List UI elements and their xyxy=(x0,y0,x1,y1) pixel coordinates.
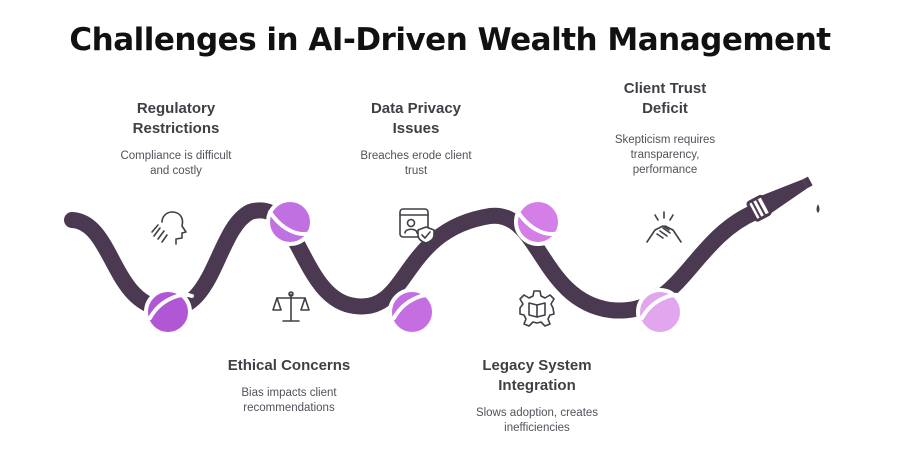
knot-3 xyxy=(388,288,438,336)
challenge-description: Slows adoption, creates inefficiencies xyxy=(475,407,599,434)
scales-icon xyxy=(272,291,310,322)
challenge-legacy: Legacy System Integration Slows adoption… xyxy=(462,356,612,436)
challenge-client-trust: Client Trust Deficit Skepticism requires… xyxy=(600,79,730,178)
challenge-title: Ethical Concerns xyxy=(227,357,351,374)
knot-4 xyxy=(514,198,562,246)
challenge-title: Regulatory Restrictions xyxy=(132,100,220,137)
challenge-description: Compliance is difficult and costly xyxy=(120,150,232,177)
page-title: Challenges in AI-Driven Wealth Managemen… xyxy=(69,22,831,58)
challenge-title: Client Trust Deficit xyxy=(623,80,707,117)
challenge-description: Breaches erode client trust xyxy=(360,150,472,177)
challenge-data-privacy: Data Privacy Issues Breaches erode clien… xyxy=(352,99,480,179)
knot-2 xyxy=(266,198,314,246)
knot-1 xyxy=(144,288,194,336)
challenge-title: Data Privacy Issues xyxy=(370,100,462,137)
hose-nozzle xyxy=(746,176,813,222)
challenge-title: Legacy System Integration xyxy=(482,357,592,394)
water-drop xyxy=(816,204,820,213)
challenge-description: Bias impacts client recommendations xyxy=(241,387,337,414)
user-shield-icon xyxy=(399,208,435,244)
challenge-ethical: Ethical Concerns Bias impacts client rec… xyxy=(214,356,364,416)
handshake-icon xyxy=(646,211,682,243)
challenge-description: Skepticism requires transparency, perfor… xyxy=(614,134,716,176)
knot-5 xyxy=(636,288,686,336)
challenge-regulatory: Regulatory Restrictions Compliance is di… xyxy=(96,99,256,179)
gear-book-icon xyxy=(519,290,555,327)
thinking-head-icon xyxy=(151,211,187,245)
